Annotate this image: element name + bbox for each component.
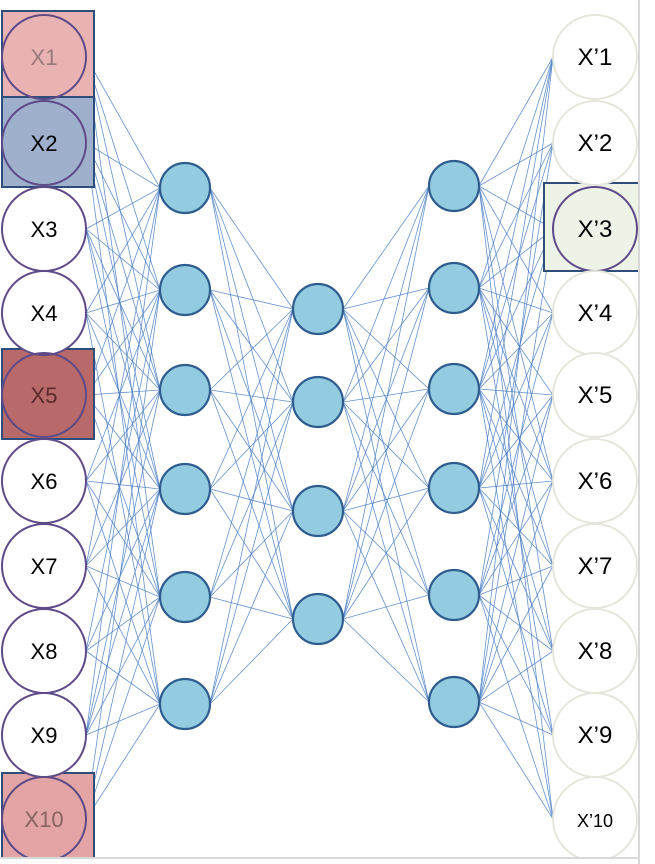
- input-node: X2: [1, 100, 87, 186]
- input-highlight-box: [1, 10, 95, 102]
- input-node-label: X5: [31, 383, 58, 408]
- input-node: X6: [1, 438, 87, 524]
- output-node: X’6: [552, 438, 638, 524]
- input-node-label: X3: [31, 217, 58, 242]
- input-node-label: X2: [31, 131, 58, 156]
- output-node-label: X’9: [578, 722, 613, 749]
- frame-border-bottom: [0, 857, 640, 859]
- input-node: X8: [1, 608, 87, 694]
- output-node: X’1: [552, 14, 638, 100]
- hidden-node-layer-3: [427, 159, 481, 213]
- hidden-node-layer-1: [158, 161, 212, 215]
- input-node-label: X7: [31, 554, 58, 579]
- hidden-node-layer-3: [427, 675, 481, 729]
- output-node: X’5: [552, 352, 638, 438]
- output-node-label: X’6: [578, 468, 613, 495]
- output-node: X’2: [552, 100, 638, 186]
- connections: [85, 56, 554, 820]
- input-node-label: X1: [31, 45, 58, 70]
- input-node: X10: [1, 776, 87, 857]
- output-node-label: X’7: [578, 553, 613, 580]
- output-node-label: X’10: [577, 811, 613, 831]
- hidden-node-layer-3: [427, 568, 481, 622]
- hidden-node-layer-2: [291, 375, 345, 429]
- output-node: X’8: [552, 608, 638, 694]
- hidden-node-layer-3: [427, 261, 481, 315]
- frame-border-right: [638, 0, 640, 864]
- hidden-node-layer-1: [158, 570, 212, 624]
- output-node-label: X’8: [578, 638, 613, 665]
- output-node-label: X’1: [578, 44, 613, 71]
- hidden-node-layer-1: [158, 677, 212, 731]
- input-node: X4: [1, 270, 87, 356]
- output-node: X’10: [552, 776, 638, 857]
- hidden-node-layer-1: [158, 263, 212, 317]
- output-node-label: X’2: [578, 130, 613, 157]
- hidden-node-layer-3: [427, 461, 481, 515]
- hidden-node-layer-2: [291, 484, 345, 538]
- input-node: X1: [1, 14, 87, 100]
- input-node: X5: [1, 352, 87, 438]
- input-node-label: X9: [31, 723, 58, 748]
- hidden-node-layer-2: [291, 592, 345, 646]
- input-node: X3: [1, 186, 87, 272]
- output-node: X’7: [552, 523, 638, 609]
- input-node-label: X6: [31, 469, 58, 494]
- hidden-node-layer-1: [158, 363, 212, 417]
- input-highlight-box: [1, 348, 95, 440]
- input-node-label: X10: [24, 807, 63, 832]
- hidden-node-layer-3: [427, 362, 481, 416]
- output-node-label: X’5: [578, 382, 613, 409]
- input-node-label: X4: [31, 301, 58, 326]
- output-node: X’4: [552, 270, 638, 356]
- input-node: X9: [1, 692, 87, 778]
- input-node-label: X8: [31, 639, 58, 664]
- input-node: X7: [1, 523, 87, 609]
- hidden-node-layer-2: [291, 282, 345, 336]
- output-node: X’9: [552, 692, 638, 778]
- output-node-label: X’3: [578, 216, 613, 243]
- hidden-node-layer-1: [158, 462, 212, 516]
- output-node-label: X’4: [578, 300, 613, 327]
